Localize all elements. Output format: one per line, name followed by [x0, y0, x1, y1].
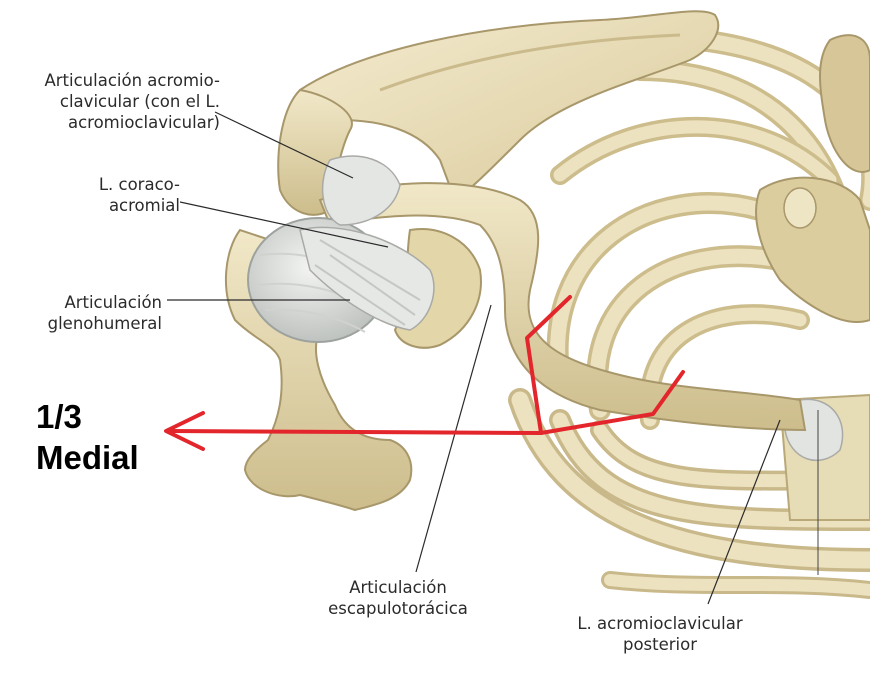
label-scapulothoracic-joint: Articulación escapulotorácica: [310, 577, 486, 619]
label-line: acromioclavicular): [67, 113, 220, 132]
label-line: escapulotorácica: [328, 599, 468, 618]
label-line: Articulación: [349, 578, 447, 597]
fraction-text: 1/3: [36, 398, 82, 435]
label-line: posterior: [622, 635, 698, 654]
label-line: glenohumeral: [47, 314, 162, 333]
medial-third-marker: [164, 295, 685, 451]
label-line: Articulación acromio-: [44, 71, 220, 90]
medial-text: Medial: [36, 439, 139, 476]
vertebral-column: [755, 34, 870, 323]
label-line: L. acromioclavicular: [577, 614, 743, 633]
ligaments: [299, 155, 435, 331]
label-line: Articulación: [64, 293, 162, 312]
label-line: clavicular (con el L.: [59, 92, 220, 111]
label-line: L. coraco-: [98, 175, 180, 194]
label-acromioclavicular-joint: Articulación acromio- clavicular (con el…: [10, 70, 220, 133]
label-glenohumeral-joint: Articulación glenohumeral: [20, 292, 162, 334]
leader-lines: [167, 111, 781, 605]
rib-cage: [508, 29, 870, 599]
label-coracoacromial-ligament: L. coraco- acromial: [40, 174, 180, 216]
label-posterior-acromioclavicular-ligament: L. acromioclavicular posterior: [560, 613, 760, 655]
label-line: acromial: [108, 196, 180, 215]
medial-third-annotation: 1/3 Medial: [36, 396, 139, 478]
